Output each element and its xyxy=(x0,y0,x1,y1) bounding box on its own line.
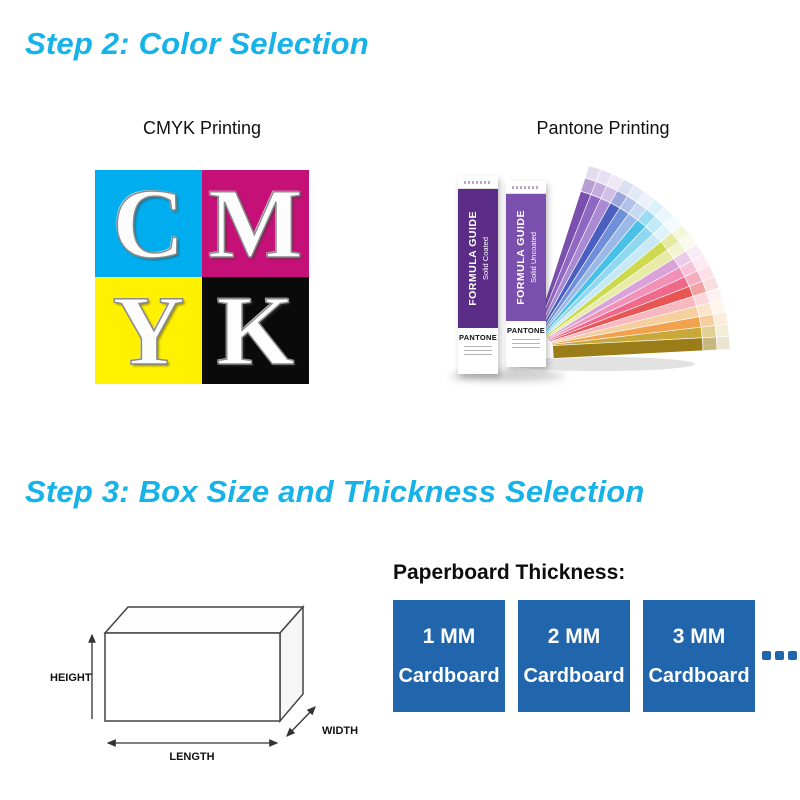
thickness-size: 2 MM xyxy=(547,624,601,648)
thickness-size: 3 MM xyxy=(672,624,726,648)
cmyk-color-grid: C M Y K xyxy=(95,170,309,384)
box-dimension-diagram: HEIGHT LENGTH WIDTH xyxy=(50,605,358,763)
formula-guide-book-coated: FORMULA GUIDE Solid Coated PANTONE xyxy=(458,176,498,374)
book-title: FORMULA GUIDE xyxy=(514,210,527,305)
pantone-brand: PANTONE xyxy=(458,333,498,342)
book-footer: PANTONE xyxy=(506,321,546,367)
cmyk-letter-c: C xyxy=(112,167,186,279)
thickness-tile-1mm: 1 MM Cardboard xyxy=(393,600,505,712)
thickness-material: Cardboard xyxy=(398,664,500,687)
thickness-tile-3mm: 3 MM Cardboard xyxy=(643,600,755,712)
book-cap xyxy=(458,176,498,189)
thickness-options-row: 1 MM Cardboard 2 MM Cardboard 3 MM Cardb… xyxy=(393,600,755,712)
width-arrow xyxy=(286,706,316,737)
cmyk-letter-y: Y xyxy=(112,274,186,386)
height-label: HEIGHT xyxy=(50,672,92,684)
cmyk-tile-cyan: C xyxy=(95,170,202,277)
cmyk-printing-label: CMYK Printing xyxy=(142,118,262,138)
more-thickness-ellipsis-icon xyxy=(762,651,797,660)
ellipsis-dot xyxy=(762,651,771,660)
ellipsis-dot xyxy=(775,651,784,660)
book-footer: PANTONE xyxy=(458,328,498,374)
cmyk-letter-m: M xyxy=(208,167,304,279)
ellipsis-dot xyxy=(788,651,797,660)
book-fineprint-lines xyxy=(464,346,492,358)
pantone-printing-label: Pantone Printing xyxy=(536,118,670,138)
length-label: LENGTH xyxy=(169,751,214,763)
width-label: WIDTH xyxy=(322,725,358,737)
formula-guide-book-uncoated: FORMULA GUIDE Solid Uncoated PANTONE xyxy=(506,181,546,367)
pantone-brand: PANTONE xyxy=(506,326,546,335)
book-title: FORMULA GUIDE xyxy=(466,211,479,306)
step2-heading: Step 2: Color Selection xyxy=(25,26,369,61)
book-spine: FORMULA GUIDE Solid Coated xyxy=(458,189,498,328)
thickness-material: Cardboard xyxy=(648,664,750,687)
fan-color-strips xyxy=(533,165,731,359)
thickness-tile-2mm: 2 MM Cardboard xyxy=(518,600,630,712)
book-subtitle: Solid Coated xyxy=(480,237,490,280)
fan-shadow xyxy=(505,357,695,371)
book-subtitle: Solid Uncoated xyxy=(528,232,538,283)
cmyk-tile-magenta: M xyxy=(202,170,309,277)
box-top-face xyxy=(103,606,305,634)
book-cap xyxy=(506,181,546,194)
thickness-size: 1 MM xyxy=(422,624,476,648)
box-front-face xyxy=(104,632,281,722)
cmyk-tile-yellow: Y xyxy=(95,277,202,384)
book-spine: FORMULA GUIDE Solid Uncoated xyxy=(506,194,546,321)
book-fineprint-lines xyxy=(512,339,540,351)
pantone-book-shadow xyxy=(450,371,565,381)
pantone-fan-icon xyxy=(505,165,731,371)
thickness-material: Cardboard xyxy=(523,664,625,687)
cmyk-tile-black: K xyxy=(202,277,309,384)
paperboard-thickness-heading: Paperboard Thickness: xyxy=(393,561,626,584)
step3-heading: Step 3: Box Size and Thickness Selection xyxy=(25,474,645,509)
cmyk-letter-k: K xyxy=(216,274,295,386)
